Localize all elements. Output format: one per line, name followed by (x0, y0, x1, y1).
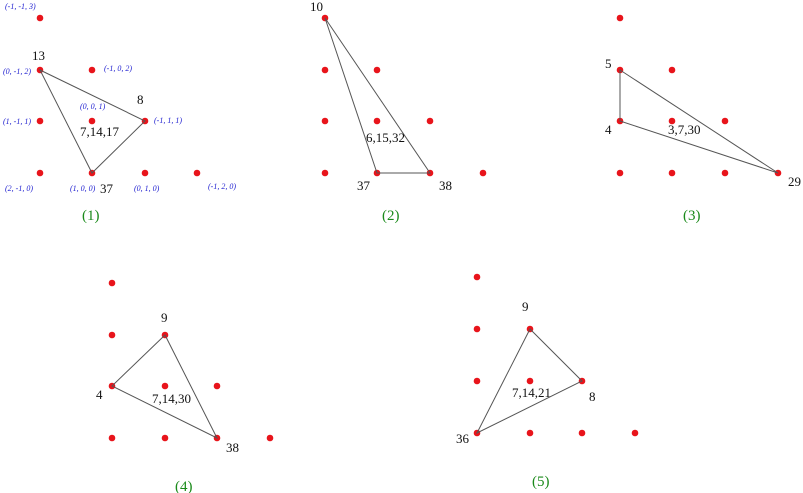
vertex-label: 4 (605, 122, 612, 137)
lattice-point (193, 169, 201, 177)
lattice-point (526, 429, 534, 437)
lattice-point (631, 429, 639, 437)
coord-label: (0, 0, 1) (80, 102, 106, 111)
lattice-point (473, 325, 481, 333)
triangle-label: 3,7,30 (668, 122, 701, 137)
lattice-point (88, 66, 96, 74)
lattice-point (721, 169, 729, 177)
triangle-label: 7,14,21 (512, 385, 551, 400)
panel-4: 9 4 38 7,14,30 (4) (96, 279, 274, 493)
panel-5: 9 8 36 7,14,21 (5) (456, 273, 639, 490)
triangle-label: 7,14,30 (152, 391, 191, 406)
panel-caption: (4) (175, 479, 193, 493)
vertex-label: 10 (310, 0, 323, 14)
vertex-label: 9 (522, 299, 529, 314)
lattice-point (373, 66, 381, 74)
lattice-point (321, 117, 329, 125)
lattice-point (526, 377, 534, 385)
vertex-label: 38 (439, 178, 452, 193)
vertex-label: 36 (456, 431, 470, 446)
vertex-label: 9 (161, 310, 168, 325)
panel-caption: (5) (532, 474, 550, 490)
triangle (324, 17, 431, 174)
lattice-point (668, 117, 676, 125)
lattice-point (426, 117, 434, 125)
vertex-label: 8 (137, 92, 144, 107)
lattice-point (161, 434, 169, 442)
coord-label: (-1, 1, 1) (154, 116, 182, 125)
triangle (475, 328, 583, 435)
vertex-label: 38 (226, 440, 239, 455)
panel-caption: (3) (683, 208, 701, 224)
triangle (111, 334, 219, 440)
lattice-point (108, 331, 116, 339)
lattice-point (36, 169, 44, 177)
lattice-point (108, 434, 116, 442)
vertex-label: 29 (788, 174, 801, 189)
lattice-point (373, 117, 381, 125)
lattice-point (213, 382, 221, 390)
lattice-point (479, 169, 487, 177)
lattice-point (668, 66, 676, 74)
lattice-point (141, 169, 149, 177)
lattice-point (721, 117, 729, 125)
panel-1: 13 8 37 7,14,17 (-1, -1, 3) (0, -1, 2) (… (3, 2, 236, 224)
lattice-point (473, 377, 481, 385)
panel-2: 10 37 38 6,15,32 (2) (310, 0, 487, 224)
coord-label: (-1, -1, 3) (5, 2, 36, 11)
triangle-label: 6,15,32 (366, 130, 405, 145)
lattice-point (616, 169, 624, 177)
coord-label: (2, -1, 0) (5, 184, 33, 193)
lattice-point (473, 273, 481, 281)
triangle (38, 68, 146, 174)
coord-label: (0, 1, 0) (134, 184, 160, 193)
triangle-label: 7,14,17 (80, 124, 120, 139)
triangle (619, 69, 779, 174)
lattice-point (36, 117, 44, 125)
lattice-point (321, 66, 329, 74)
lattice-point (616, 14, 624, 22)
lattice-point (321, 169, 329, 177)
lattice-point (578, 429, 586, 437)
vertex-label: 4 (96, 387, 103, 402)
vertex-label: 37 (100, 181, 114, 196)
lattice-point (88, 117, 96, 125)
coord-label: (1, 0, 0) (70, 184, 96, 193)
vertex-label: 8 (589, 389, 596, 404)
vertex-label: 37 (357, 178, 371, 193)
coord-label: (0, -1, 2) (3, 67, 31, 76)
lattice-point (266, 434, 274, 442)
coord-label: (-1, 0, 2) (104, 64, 132, 73)
lattice-point (161, 382, 169, 390)
coord-label: (-1, 2, 0) (208, 182, 236, 191)
coord-label: (1, -1, 1) (3, 117, 31, 126)
lattice-point (668, 169, 676, 177)
vertex-label: 5 (605, 56, 612, 71)
panel-3: 5 4 29 3,7,30 (3) (605, 14, 801, 224)
lattice-point (108, 279, 116, 287)
panel-caption: (1) (82, 208, 100, 224)
lattice-point (36, 14, 44, 22)
panel-caption: (2) (382, 208, 400, 224)
vertex-label: 13 (32, 48, 45, 63)
